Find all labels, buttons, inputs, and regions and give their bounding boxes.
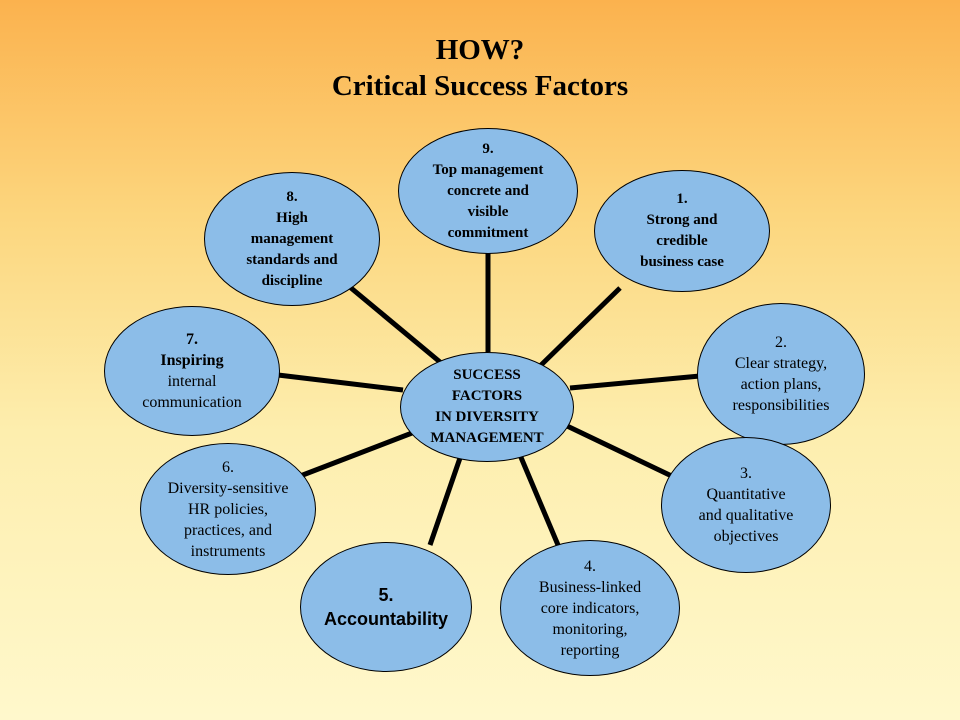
factor-line: objectives — [713, 528, 779, 545]
factor-line: responsibilities — [732, 397, 830, 414]
factor-line: practices, and — [184, 521, 272, 539]
factor-line: credible — [656, 233, 708, 249]
factor-number: 1. — [676, 191, 688, 207]
connector-3 — [563, 422, 682, 483]
factor-line: commitment — [447, 224, 529, 241]
factor-number: 2. — [775, 334, 787, 351]
factor-node-1: 1. Strong and credible business case — [594, 170, 770, 292]
factor-line: standards and — [246, 251, 338, 268]
factor-node-4: 4. Business-linked core indicators, moni… — [500, 540, 680, 676]
slide-title: HOW? Critical Success Factors — [0, 32, 960, 104]
connector-8 — [343, 281, 442, 364]
factor-line: Strong and — [646, 212, 718, 228]
factor-number: 6. — [222, 458, 234, 476]
title-line-1: HOW? — [435, 34, 525, 66]
factor-node-8: 8. High management standards and discipl… — [204, 172, 380, 306]
factor-line: concrete and — [447, 182, 529, 199]
factor-node-6: 6. Diversity-sensitive HR policies, prac… — [140, 443, 316, 575]
factor-line: instruments — [190, 542, 266, 560]
factor-line: discipline — [261, 272, 323, 289]
factor-line: Clear strategy, — [734, 355, 828, 372]
connector-2 — [569, 373, 701, 391]
center-line: IN DIVERSITY — [435, 409, 539, 425]
connector-4 — [517, 454, 561, 546]
factor-line: monitoring, — [552, 620, 628, 638]
connector-6 — [294, 425, 426, 481]
factor-node-7: 7. Inspiring internal communication — [104, 306, 280, 436]
factor-line: core indicators, — [540, 599, 640, 617]
factor-line: Inspiring — [160, 352, 224, 369]
factor-line: business case — [640, 254, 724, 270]
factor-line: visible — [467, 203, 509, 220]
factor-line: Accountability — [323, 609, 448, 629]
factor-node-2: 2. Clear strategy, action plans, respons… — [697, 303, 865, 445]
factor-number: 8. — [286, 188, 298, 205]
factor-line: HR policies, — [188, 500, 268, 518]
connector-7 — [277, 372, 404, 393]
factor-node-9: 9. Top management concrete and visible c… — [398, 128, 578, 254]
factor-line: and qualitative — [698, 507, 794, 524]
factor-line: action plans, — [740, 376, 822, 393]
center-line: SUCCESS — [453, 367, 521, 383]
factor-number: 4. — [584, 557, 596, 575]
center-node: SUCCESS FACTORS IN DIVERSITY MANAGEMENT — [400, 352, 574, 462]
connector-1 — [536, 286, 622, 370]
factor-line: High — [276, 209, 308, 226]
factor-line: Top management — [432, 161, 544, 178]
factor-number: 9. — [482, 140, 494, 157]
factor-node-5: 5. Accountability — [300, 542, 472, 672]
factor-number: 7. — [186, 331, 198, 348]
connector-5 — [427, 457, 463, 546]
factor-number: 5. — [378, 585, 394, 605]
factor-node-3: 3. Quantitative and qualitative objectiv… — [661, 437, 831, 573]
factor-line: Business-linked — [538, 578, 642, 596]
center-line: MANAGEMENT — [430, 430, 544, 446]
factor-line: internal — [167, 373, 217, 390]
factor-line: Quantitative — [706, 486, 786, 503]
factor-line: Diversity-sensitive — [167, 479, 289, 497]
title-line-2: Critical Success Factors — [331, 70, 629, 102]
factor-line: communication — [142, 394, 242, 411]
factor-number: 3. — [740, 465, 752, 482]
factor-line: management — [250, 230, 334, 247]
factor-line: reporting — [560, 641, 620, 659]
center-line: FACTORS — [451, 388, 523, 404]
